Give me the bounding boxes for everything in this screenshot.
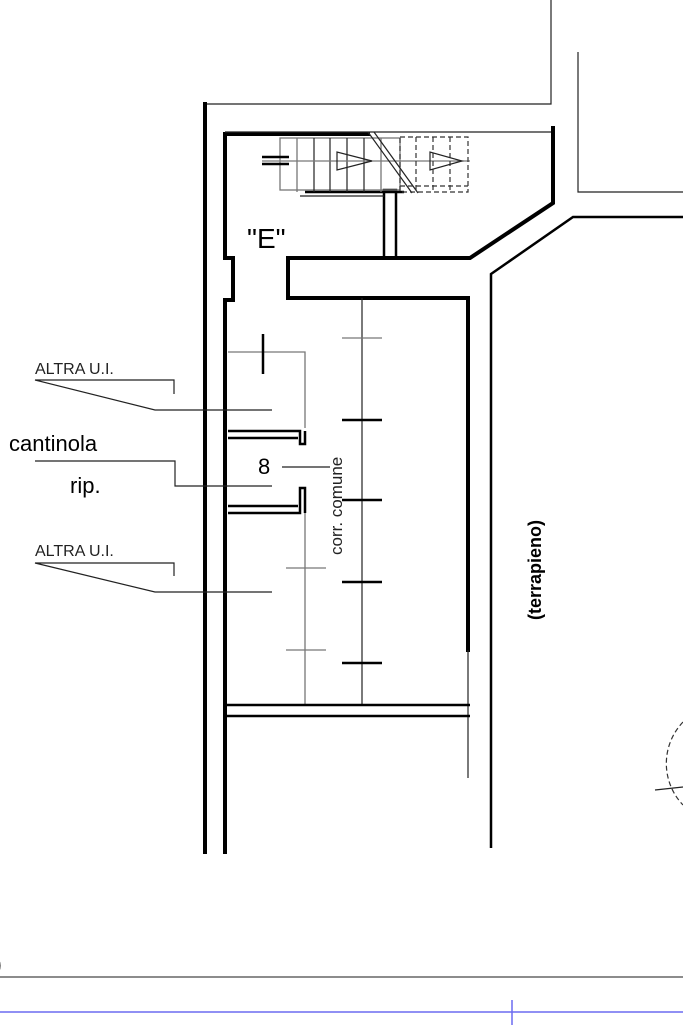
unit-label: "E" <box>247 223 286 254</box>
outer-boundary <box>203 0 552 854</box>
interior-walls <box>223 126 555 854</box>
partial-parenthesis: ) <box>0 951 2 978</box>
staircase <box>262 131 470 194</box>
stair-arrow-icon <box>336 151 373 171</box>
corridor-label: corr. comune <box>327 457 346 555</box>
cellar-partitions <box>228 334 330 705</box>
other-unit-label-top: ALTRA U.I. <box>35 361 114 378</box>
cellar-number: 8 <box>258 454 270 479</box>
bottom-wall <box>225 703 470 718</box>
other-unit-label-bottom: ALTRA U.I. <box>35 543 114 560</box>
leader-lines <box>34 379 272 593</box>
circle-fragment <box>654 721 683 806</box>
adjacent-building <box>489 52 683 848</box>
embankment-label: (terrapieno) <box>525 520 545 620</box>
cellar-label-line2: rip. <box>70 473 101 498</box>
cellar-label-line1: cantinola <box>9 431 98 456</box>
stair-arrow-dashed-icon <box>429 151 465 171</box>
corridor-axis <box>286 298 382 705</box>
